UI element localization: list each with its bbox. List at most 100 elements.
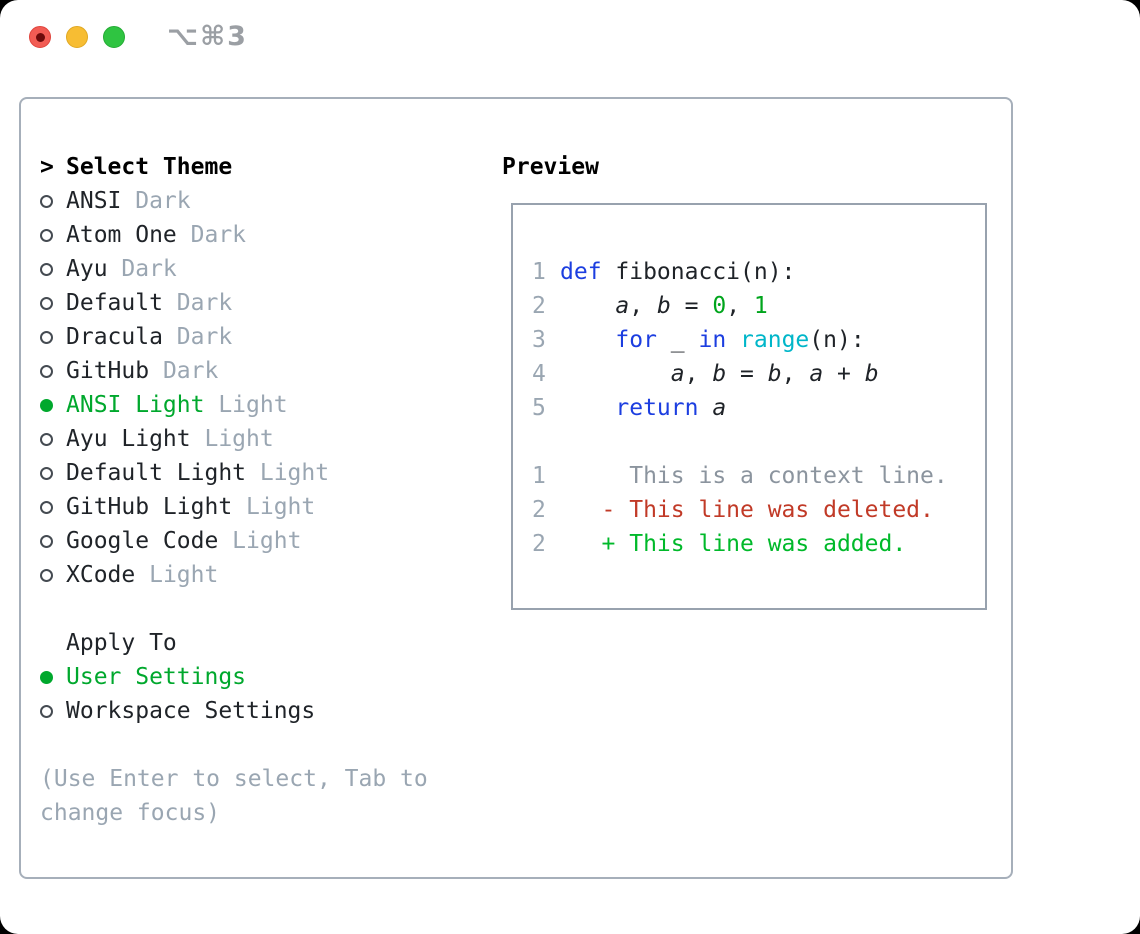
focus-caret-icon: >: [40, 154, 54, 180]
theme-option-default-light[interactable]: Default Light Light: [40, 456, 485, 490]
code-segment-plain: fibonacci(n):: [601, 259, 796, 285]
theme-option-ayu[interactable]: Ayu Dark: [40, 252, 485, 286]
option-variant-label: Light: [190, 426, 274, 452]
code-segment-keyword: def: [560, 259, 602, 285]
theme-option-atom-one[interactable]: Atom One Dark: [40, 218, 485, 252]
option-label: Dracula: [66, 324, 163, 350]
code-segment-added: + This line was added.: [560, 531, 907, 557]
option-label: Default Light: [66, 460, 247, 486]
code-segment-plain: [560, 293, 615, 319]
theme-option-github-light[interactable]: GitHub Light Light: [40, 490, 485, 524]
option-variant-label: Light: [246, 460, 330, 486]
code-segment-variable: a: [670, 361, 685, 387]
code-segment-plain: ,: [629, 293, 657, 319]
radio-unselected-icon: [40, 364, 53, 378]
option-label: GitHub: [66, 358, 150, 384]
code-segment-keyword: return: [615, 395, 699, 421]
option-label: XCode: [66, 562, 136, 588]
code-segment-plain: [560, 361, 671, 387]
option-variant-label: Light: [218, 528, 302, 554]
option-variant-label: Light: [204, 392, 288, 418]
option-variant-label: Dark: [121, 188, 191, 214]
code-segment-variable: b: [767, 361, 782, 387]
option-variant-label: Light: [232, 494, 316, 520]
radio-unselected-icon: [40, 568, 53, 582]
line-number: 2: [532, 531, 546, 557]
preview-line: 4 a, b = b, a + b: [532, 357, 985, 391]
preview-title: Preview: [502, 154, 599, 180]
code-segment-number: 0: [712, 293, 727, 319]
option-label: Workspace Settings: [66, 698, 316, 724]
titlebar: ⌥⌘3: [0, 0, 1140, 76]
preview-line: 5 return a: [532, 391, 985, 425]
radio-unselected-icon: [40, 466, 53, 480]
code-segment-plain: ,: [726, 293, 754, 319]
select-theme-header: > Select Theme: [40, 150, 485, 184]
code-segment-variable: a: [615, 293, 630, 319]
theme-option-default[interactable]: Default Dark: [40, 286, 485, 320]
theme-option-ansi[interactable]: ANSI Dark: [40, 184, 485, 218]
spacer: [40, 592, 485, 626]
radio-unselected-icon: [40, 228, 53, 242]
preview-line: 3 for _ in range(n):: [532, 323, 985, 357]
option-label: Default: [66, 290, 163, 316]
radio-unselected-icon: [40, 534, 53, 548]
line-number: 1: [532, 463, 546, 489]
option-variant-label: Dark: [162, 324, 233, 350]
code-segment-plain: +: [823, 361, 865, 387]
code-segment-plain: [726, 327, 740, 353]
apply-to-title: Apply To: [66, 630, 177, 656]
code-segment-variable: b: [712, 361, 727, 387]
option-variant-label: Dark: [107, 256, 177, 282]
radio-unselected-icon: [40, 296, 53, 310]
option-label: GitHub Light: [66, 494, 233, 520]
radio-selected-icon: [40, 398, 53, 412]
code-segment-keyword: for: [615, 327, 657, 353]
code-segment-variable: a: [712, 395, 727, 421]
radio-unselected-icon: [40, 262, 53, 276]
option-variant-label: Dark: [176, 222, 247, 248]
theme-option-github[interactable]: GitHub Dark: [40, 354, 485, 388]
theme-option-google-code[interactable]: Google Code Light: [40, 524, 485, 558]
minimize-button-icon[interactable]: [66, 26, 88, 48]
option-label: Atom One: [66, 222, 177, 248]
radio-unselected-icon: [40, 704, 53, 718]
line-number: 3: [532, 327, 546, 353]
option-variant-label: Dark: [149, 358, 219, 384]
code-segment-variable: a: [809, 361, 824, 387]
theme-option-xcode[interactable]: XCode Light: [40, 558, 485, 592]
option-variant-label: Light: [135, 562, 219, 588]
preview-line: 2 + This line was added.: [532, 527, 985, 561]
theme-option-dracula[interactable]: Dracula Dark: [40, 320, 485, 354]
radio-unselected-icon: [40, 500, 53, 514]
code-segment-deleted: - This line was deleted.: [560, 497, 934, 523]
preview-line: 1 This is a context line.: [532, 459, 985, 493]
apply-option-user-settings[interactable]: User Settings: [40, 660, 485, 694]
option-label: Google Code: [66, 528, 219, 554]
zoom-button-icon[interactable]: [103, 26, 125, 48]
code-segment-plain: =: [726, 361, 768, 387]
apply-option-workspace-settings[interactable]: Workspace Settings: [40, 694, 485, 728]
radio-selected-icon: [40, 670, 53, 684]
select-theme-title: Select Theme: [66, 154, 233, 180]
theme-option-ansi-light[interactable]: ANSI Light Light: [40, 388, 485, 422]
radio-unselected-icon: [40, 330, 53, 344]
close-button-icon[interactable]: [29, 26, 51, 48]
code-segment-number: 1: [753, 293, 768, 319]
code-segment-plain: [560, 395, 615, 421]
code-segment-variable: b: [656, 293, 671, 319]
code-segment-plain: =: [670, 293, 713, 319]
theme-option-ayu-light[interactable]: Ayu Light Light: [40, 422, 485, 456]
code-segment-plain: ,: [781, 361, 810, 387]
option-label: Ayu: [66, 256, 108, 282]
line-number: 5: [532, 395, 546, 421]
code-segment-plain: [698, 395, 712, 421]
code-segment-variable: b: [864, 361, 879, 387]
